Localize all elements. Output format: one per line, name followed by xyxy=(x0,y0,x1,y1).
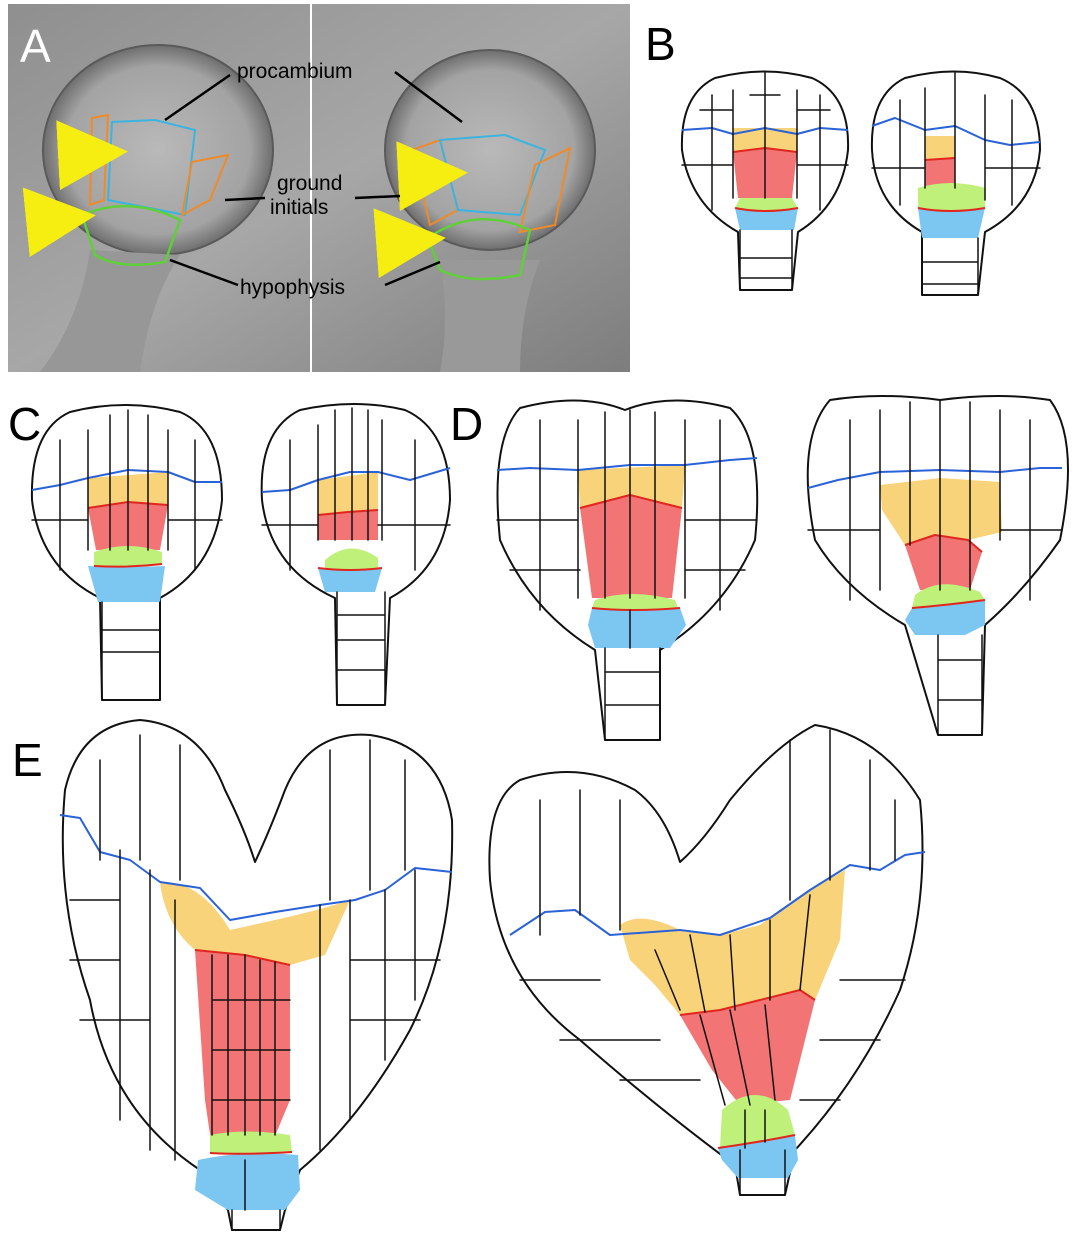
hypophysis-lower-region xyxy=(918,208,985,238)
panel-d-embryo-2 xyxy=(808,396,1068,735)
label-procambium: procambium xyxy=(237,60,353,83)
cell-walls xyxy=(682,72,848,290)
procambium-lower-region xyxy=(580,495,682,598)
hypophysis-lower-region xyxy=(588,608,686,648)
panel-c: C xyxy=(8,398,450,705)
panel-c-embryo-1 xyxy=(32,405,222,700)
procambium-upper-region xyxy=(160,882,350,965)
panel-e-embryo-1 xyxy=(60,720,452,1230)
panel-b-embryo-1 xyxy=(682,72,848,291)
hypophysis-upper-region xyxy=(918,183,985,211)
panel-b: B xyxy=(645,18,1040,295)
panel-letter-a: A xyxy=(20,20,51,72)
label-hypophysis: hypophysis xyxy=(240,276,345,299)
panel-letter-c: C xyxy=(8,398,41,450)
panel-e: E xyxy=(12,720,925,1230)
arrow-left-hypophysis xyxy=(28,218,68,222)
panel-c-embryo-2 xyxy=(262,404,450,705)
hypophysis-upper-region xyxy=(210,1132,292,1154)
procambium-upper-region xyxy=(925,136,955,160)
procambium-upper-region xyxy=(620,870,845,1015)
hypophysis-lower-region xyxy=(195,1153,300,1210)
arrow-right-procambium xyxy=(400,174,440,176)
panel-letter-b: B xyxy=(645,18,676,70)
panel-b-embryo-2 xyxy=(872,72,1040,296)
protoderm-boundary xyxy=(872,118,1040,145)
protoderm-boundary xyxy=(510,852,925,935)
protoderm-boundary xyxy=(60,815,452,920)
label-initials: initials xyxy=(270,196,328,219)
panel-e-embryo-2 xyxy=(489,725,925,1195)
arrow-left-procambium xyxy=(62,153,100,155)
hypophysis-lower-region xyxy=(88,566,165,602)
panel-d: D xyxy=(450,396,1068,740)
label-ground: ground xyxy=(277,172,342,195)
panel-a-micrograph: procambium ground initials hypophysis A xyxy=(8,4,630,372)
hypophysis-lower-region xyxy=(318,568,382,592)
panel-letter-e: E xyxy=(12,734,43,786)
panel-letter-d: D xyxy=(450,398,483,450)
panel-d-embryo-1 xyxy=(497,400,757,740)
hypophysis-upper-region xyxy=(325,548,378,570)
arrow-right-hypophysis xyxy=(378,240,418,243)
